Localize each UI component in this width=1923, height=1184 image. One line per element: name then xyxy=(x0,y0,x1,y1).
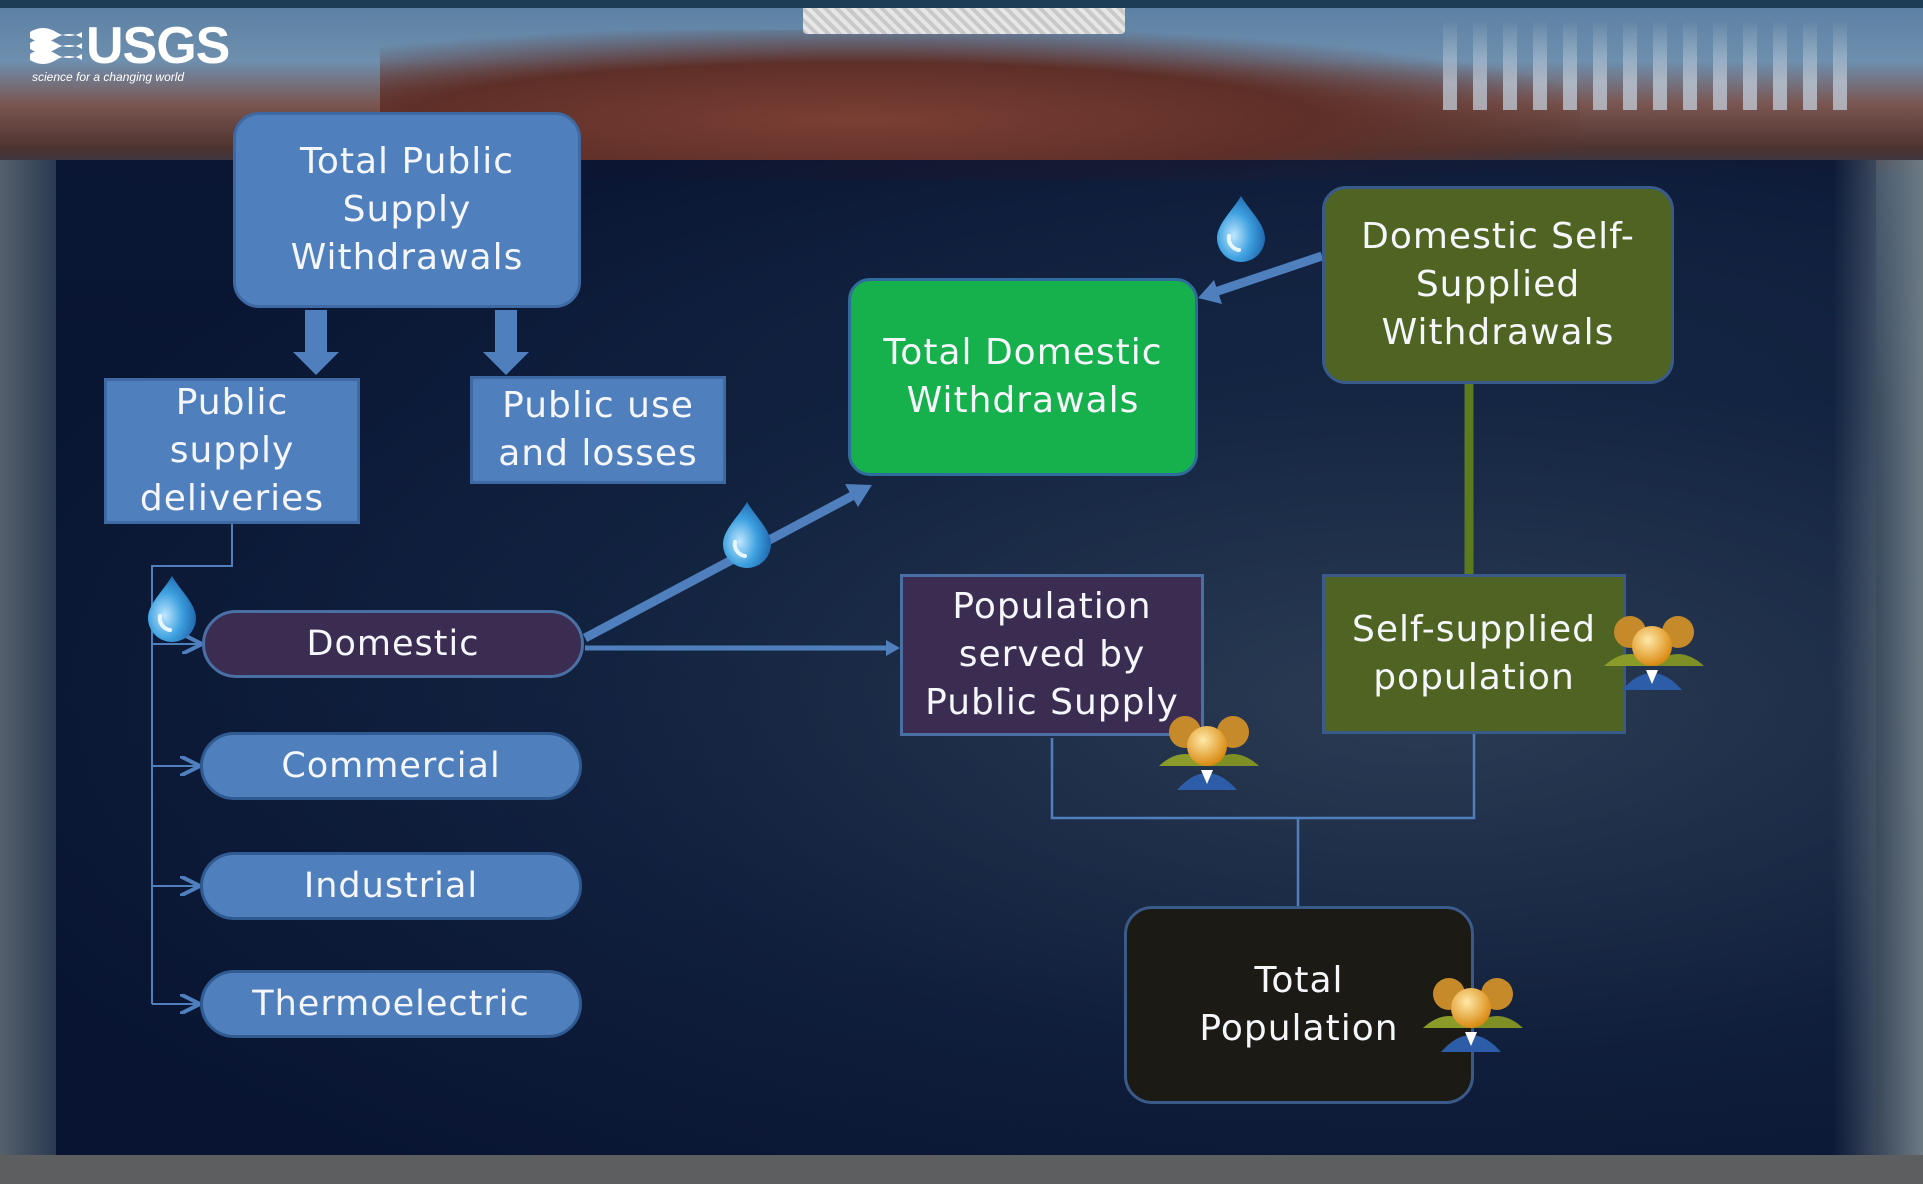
arrow-to-deliveries xyxy=(293,310,339,375)
node-total-public-supply: Total Public Supply Withdrawals xyxy=(233,112,581,308)
category-domestic: Domestic xyxy=(202,610,584,678)
deliveries-bracket xyxy=(151,524,233,1004)
water-drop-icon xyxy=(1215,194,1267,264)
category-commercial: Commercial xyxy=(200,732,582,800)
category-thermoelectric: Thermoelectric xyxy=(200,970,582,1038)
drag-handle[interactable] xyxy=(803,8,1125,34)
usgs-logo-icon xyxy=(30,28,82,64)
node-public-supply-deliveries: Public supply deliveries xyxy=(104,378,360,524)
node-domestic-self-supplied: Domestic Self-Supplied Withdrawals xyxy=(1322,186,1674,384)
bottom-photo-strip xyxy=(0,1155,1923,1184)
window-top-bar xyxy=(0,0,1923,8)
arrow-domestic-to-population xyxy=(585,640,900,656)
arrow-to-public-use xyxy=(483,310,529,375)
water-drop-icon xyxy=(146,574,198,644)
node-population-public-supply: Population served by Public Supply xyxy=(900,574,1204,736)
population-bracket xyxy=(1050,734,1476,906)
usgs-tagline: science for a changing world xyxy=(32,70,185,84)
usgs-wordmark: USGS xyxy=(86,17,230,75)
left-photo-strip xyxy=(0,160,56,1160)
people-group-icon xyxy=(1604,616,1704,690)
category-industrial: Industrial xyxy=(200,852,582,920)
node-total-domestic: Total Domestic Withdrawals xyxy=(848,278,1198,476)
node-self-supplied-population: Self-supplied population xyxy=(1322,574,1626,734)
city-skyline-photo xyxy=(1443,20,1863,110)
right-photo-vignette xyxy=(1833,160,1923,1160)
arrow-domestic-to-total-domestic xyxy=(582,484,872,642)
arrow-self-supplied-to-total-domestic xyxy=(1198,251,1324,304)
usgs-logo: USGS science for a changing world xyxy=(30,18,240,88)
node-public-use-losses: Public use and losses xyxy=(470,376,726,484)
node-total-population: Total Population xyxy=(1124,906,1474,1104)
water-drop-icon xyxy=(721,500,773,570)
people-group-icon xyxy=(1159,716,1259,790)
people-group-icon xyxy=(1423,978,1523,1052)
